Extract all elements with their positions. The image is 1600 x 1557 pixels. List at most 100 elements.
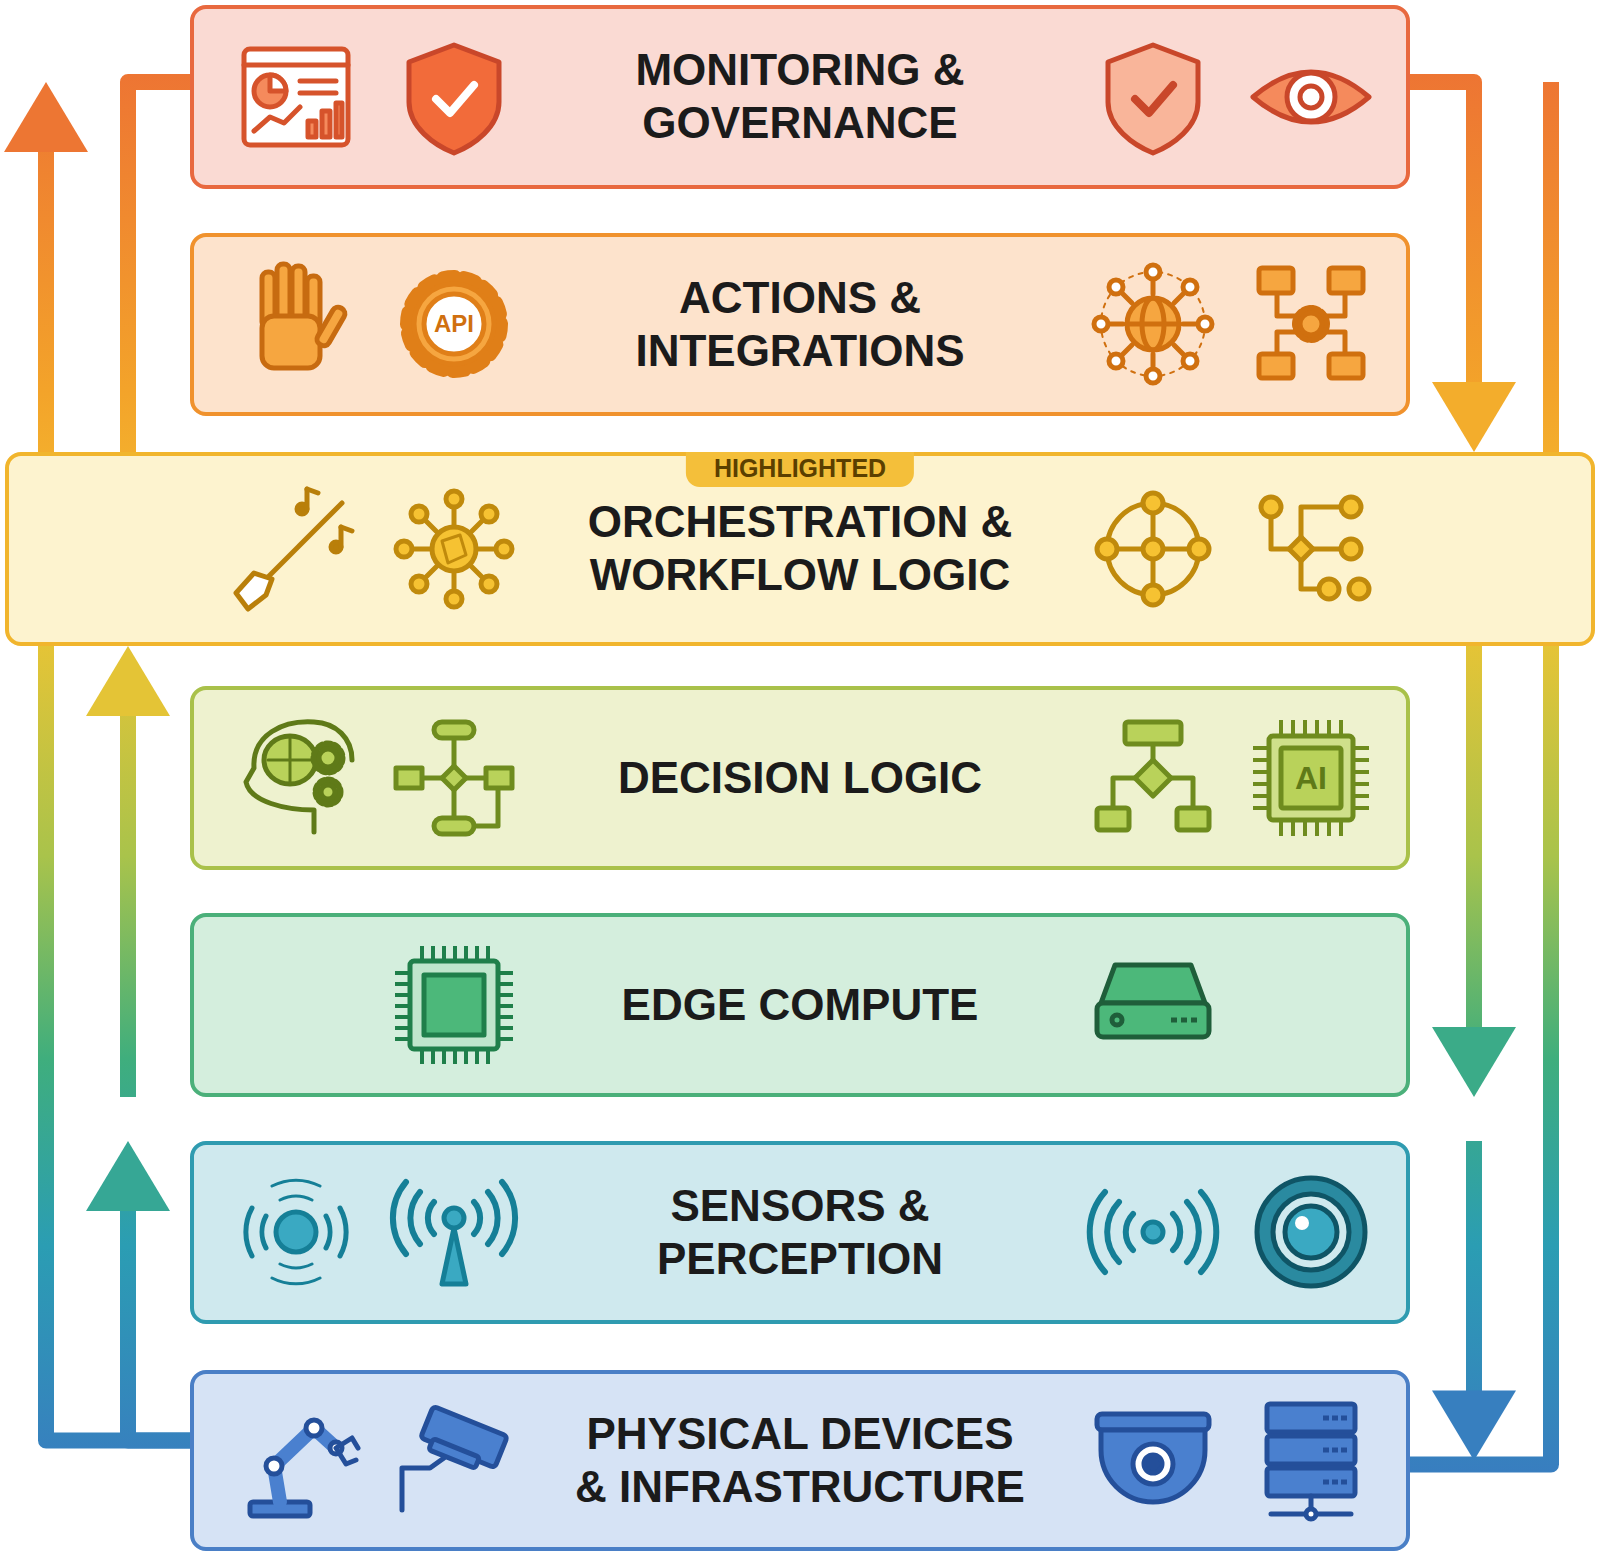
ai-chip-icon-part bbox=[1269, 736, 1353, 820]
workflow-icon-part bbox=[1319, 579, 1339, 599]
flow-connector bbox=[86, 646, 170, 1097]
flowchart-icon-part bbox=[442, 766, 466, 790]
layer-title: PHYSICAL DEVICES & INFRASTRUCTURE bbox=[569, 1408, 1031, 1514]
globe-network-icon-part bbox=[1127, 298, 1179, 350]
dashboard-icon-part bbox=[322, 111, 330, 137]
decision-tree-icon-part bbox=[1135, 760, 1171, 796]
highlight-badge: HIGHLIGHTED bbox=[686, 452, 914, 487]
conductor-icon-part bbox=[307, 489, 318, 493]
flowchart-icon-part bbox=[486, 768, 512, 788]
cctv-icon-part bbox=[421, 1406, 508, 1467]
shield-icon bbox=[1108, 45, 1198, 153]
cctv-icon bbox=[402, 1406, 507, 1510]
globe-network-icon-part bbox=[1183, 354, 1197, 368]
hub-icon-part bbox=[446, 491, 462, 507]
highlighted-band: ORCHESTRATION & WORKFLOW LOGICHIGHLIGHTE… bbox=[5, 452, 1595, 646]
connector-line bbox=[128, 1209, 190, 1441]
globe-network-icon-part bbox=[1183, 280, 1197, 294]
network-icon bbox=[1259, 268, 1363, 378]
shield-icon-part bbox=[436, 85, 474, 113]
signal-icon bbox=[1090, 1192, 1217, 1272]
hand-icon-part bbox=[307, 276, 320, 328]
dashboard-icon-part bbox=[254, 107, 300, 131]
server-box-icon-part bbox=[1101, 965, 1205, 1003]
dashboard-icon-part bbox=[244, 63, 348, 68]
chip-icon bbox=[402, 953, 506, 1057]
dashboard-icon-part bbox=[336, 103, 342, 137]
arrowhead bbox=[1432, 382, 1516, 452]
hub-icon-part bbox=[411, 506, 427, 522]
robot-arm-icon bbox=[250, 1420, 358, 1516]
layer-band: PHYSICAL DEVICES & INFRASTRUCTURE bbox=[190, 1370, 1410, 1551]
globe-network-icon-part bbox=[1146, 265, 1160, 279]
hand-icon-part bbox=[315, 305, 347, 348]
server-rack-icon-part bbox=[1267, 1404, 1355, 1432]
conductor-icon bbox=[236, 489, 352, 609]
conductor-icon-part bbox=[297, 504, 307, 514]
lens-icon-part bbox=[1273, 1194, 1349, 1270]
hub-icon-part bbox=[411, 576, 427, 592]
workflow-icon bbox=[1261, 497, 1369, 599]
graph-icon-part bbox=[1143, 493, 1163, 513]
hub-icon-part bbox=[432, 527, 476, 571]
connector-line bbox=[1466, 646, 1482, 1029]
antenna-icon-part bbox=[393, 1182, 515, 1254]
workflow-icon-part bbox=[1341, 539, 1361, 559]
graph-icon bbox=[1097, 493, 1209, 605]
chip-icon-part bbox=[395, 971, 409, 1041]
ai-chip-icon-part bbox=[1281, 748, 1341, 808]
eye-icon-part bbox=[1253, 72, 1369, 122]
ai-chip-icon-part bbox=[1279, 720, 1345, 736]
hub-icon bbox=[396, 491, 512, 607]
eye-icon-part bbox=[1287, 73, 1335, 121]
hub-icon-part bbox=[446, 591, 462, 607]
sensor-icon-part bbox=[246, 1208, 346, 1256]
connector-line bbox=[120, 714, 136, 1097]
globe-network-icon-part bbox=[1109, 354, 1123, 368]
graph-icon-part bbox=[1117, 513, 1189, 585]
dome-camera-icon-part bbox=[1144, 1455, 1162, 1473]
sensor-icon-part bbox=[276, 1212, 316, 1252]
hand-icon bbox=[262, 264, 347, 368]
connector-line bbox=[46, 150, 190, 1441]
lens-icon-part bbox=[1285, 1206, 1337, 1258]
dashboard-icon-part bbox=[300, 91, 336, 96]
dashboard-icon-part bbox=[270, 75, 286, 91]
flow-connector bbox=[1432, 1141, 1516, 1461]
network-icon-part bbox=[1296, 309, 1326, 339]
layer-title: DECISION LOGIC bbox=[569, 752, 1031, 805]
conductor-icon-part bbox=[305, 489, 310, 509]
network-icon-part bbox=[1329, 268, 1363, 293]
dashboard-icon-part bbox=[244, 49, 348, 145]
server-rack-icon-part bbox=[1306, 1509, 1316, 1519]
robot-arm-icon-part bbox=[336, 1438, 358, 1464]
ai-chip-icon-part bbox=[1279, 820, 1345, 836]
globe-network-icon-part bbox=[1101, 272, 1205, 376]
layer-title: MONITORING & GOVERNANCE bbox=[569, 44, 1031, 150]
head-gears-icon-part bbox=[316, 780, 340, 804]
decision-tree-icon bbox=[1097, 722, 1209, 830]
hand-icon-part bbox=[262, 316, 320, 368]
head-gears-icon-part bbox=[321, 785, 335, 799]
layer-band: MONITORING & GOVERNANCE bbox=[190, 5, 1410, 189]
globe-network-icon bbox=[1094, 265, 1212, 383]
chip-icon-part bbox=[410, 961, 498, 1049]
hand-icon-part bbox=[292, 266, 305, 326]
graph-icon-part bbox=[1143, 539, 1163, 559]
conductor-icon-part bbox=[339, 527, 344, 547]
hub-icon-part bbox=[442, 535, 466, 563]
shield-icon-part bbox=[1108, 45, 1198, 153]
antenna-icon bbox=[393, 1182, 515, 1284]
chip-icon-part bbox=[420, 946, 490, 960]
hub-icon-part bbox=[481, 576, 497, 592]
globe-network-icon-part bbox=[1109, 280, 1197, 368]
arrowhead bbox=[86, 1141, 170, 1211]
shield-icon-part bbox=[1135, 85, 1173, 113]
shield-icon bbox=[409, 45, 499, 153]
layer-band: EDGE COMPUTE bbox=[190, 913, 1410, 1097]
robot-arm-icon-part bbox=[266, 1458, 282, 1474]
graph-icon-part bbox=[1107, 503, 1199, 595]
icon-label: AI bbox=[1295, 760, 1327, 797]
flowchart-icon-part bbox=[434, 722, 474, 738]
network-icon-part bbox=[1329, 354, 1363, 378]
